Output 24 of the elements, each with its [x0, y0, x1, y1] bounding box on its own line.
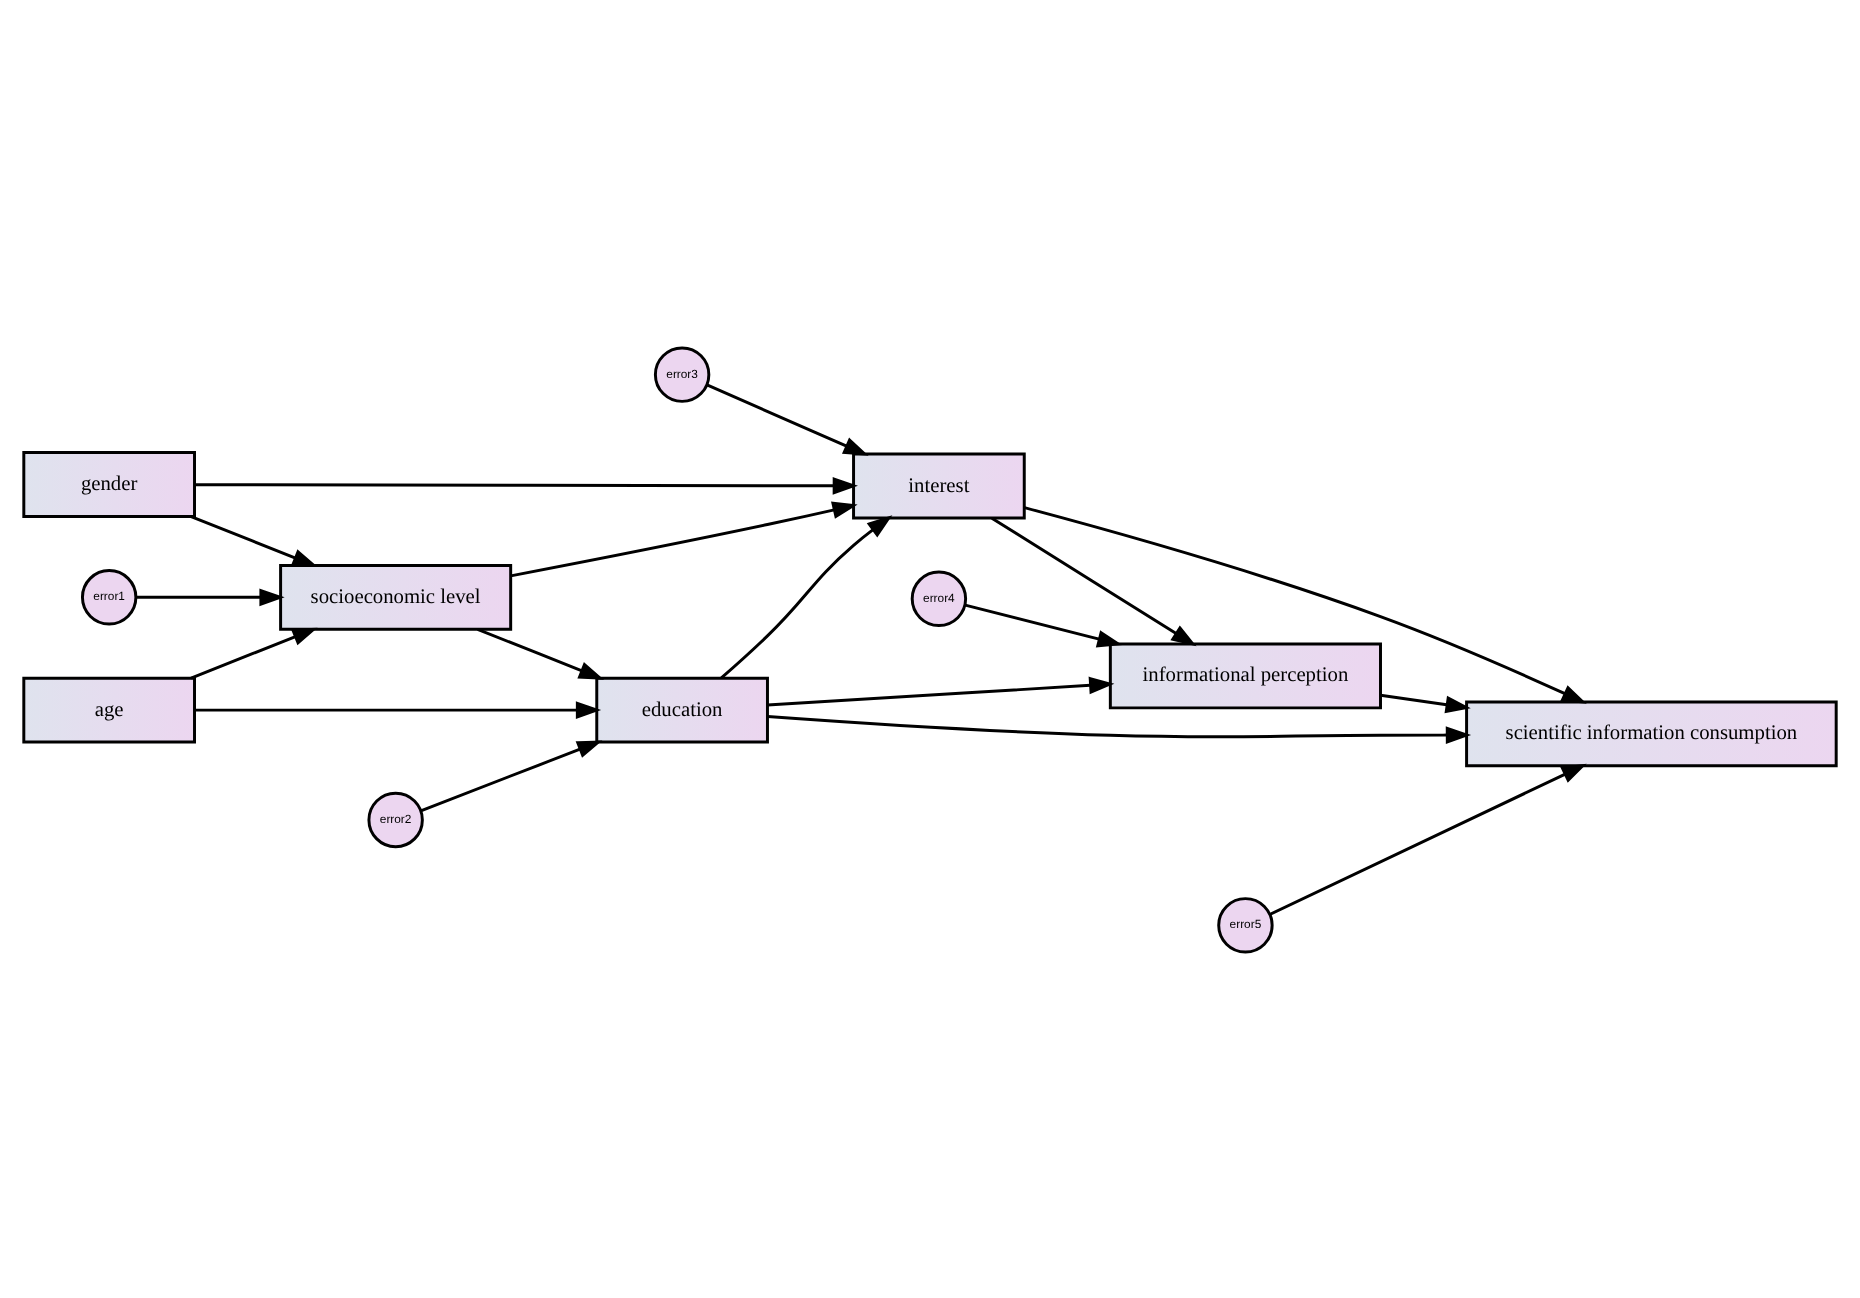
arrow: [190, 514, 318, 566]
arrow: [1380, 692, 1471, 713]
arrow: [510, 500, 858, 577]
arrow: [767, 714, 1472, 743]
arrow: [190, 626, 318, 679]
arrow: [706, 382, 869, 455]
arrow: [720, 514, 893, 679]
arrow: [767, 675, 1115, 706]
node-box: age: [22, 675, 196, 743]
node-box: informational perception: [1108, 641, 1382, 709]
arrow: [420, 739, 603, 812]
arrow: [136, 587, 285, 606]
node-box: socioeconomic level: [279, 562, 513, 630]
node-box: interest: [852, 451, 1026, 519]
arrow: [1024, 505, 1587, 703]
arrow: [477, 626, 605, 679]
arrow: [991, 515, 1197, 646]
arrow: [964, 602, 1123, 647]
arrow: [194, 700, 602, 718]
node-box: education: [595, 675, 769, 743]
arrow: [194, 475, 858, 494]
node-box: gender: [22, 450, 196, 517]
node-box: scientific information consumption: [1465, 699, 1838, 767]
arrow: [1269, 762, 1587, 915]
